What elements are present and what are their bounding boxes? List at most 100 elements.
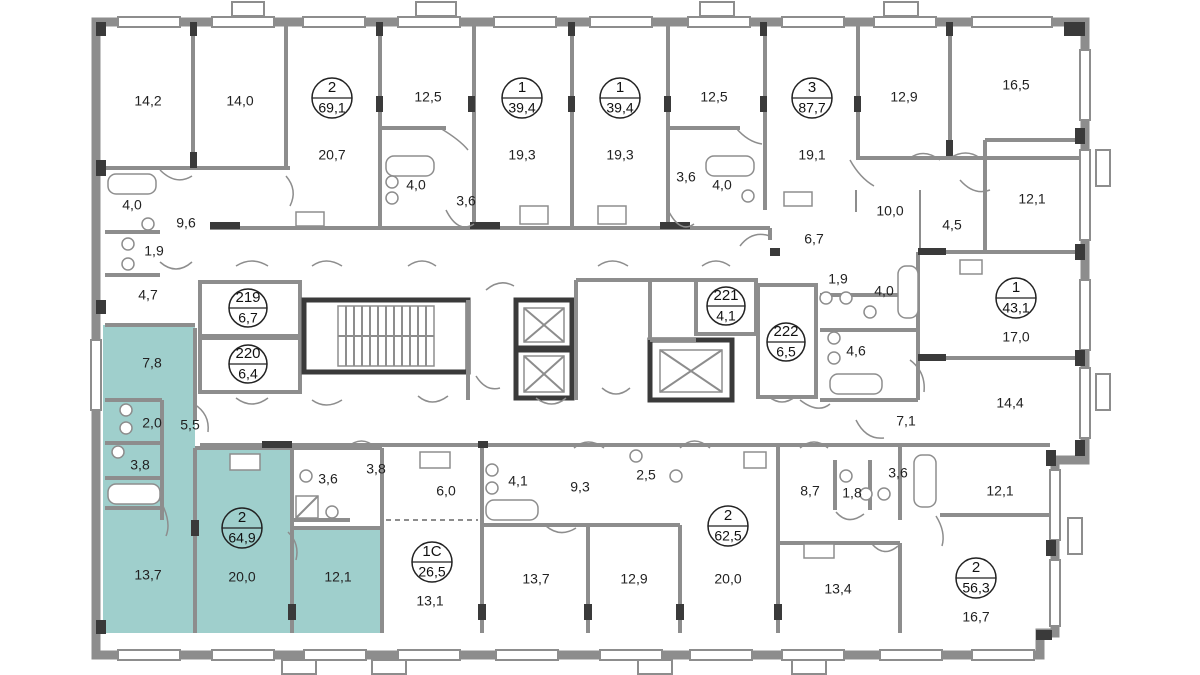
apartment-badge[interactable]: 1 39,4 [599,77,641,119]
room-area: 3,6 [888,465,908,481]
room-area: 4,0 [122,197,142,213]
highlight-block-right [292,528,382,633]
window [117,16,181,28]
storage-badge[interactable]: 220 6,4 [228,344,268,384]
apartment-badge[interactable]: 2 56,3 [955,557,997,599]
room-area: 14,0 [226,93,253,109]
room-area: 19,1 [798,147,825,163]
apartment-badge[interactable]: 3 87,7 [791,77,833,119]
window-frame [883,1,919,17]
room-area: 4,0 [874,283,894,299]
window [397,649,461,661]
room-area: 1,8 [842,485,862,501]
apartment-area: 56,3 [962,580,989,596]
bottom-windows [117,649,1035,675]
window-frame [699,1,735,17]
window [1079,149,1091,241]
room-area: 6,7 [804,231,824,247]
storage-number: 220 [235,345,260,362]
room-area: 19,3 [606,147,633,163]
window [302,16,366,28]
room-area: 19,3 [508,147,535,163]
room-area: 6,0 [436,483,456,499]
apartment-badge[interactable]: 2 69,1 [311,77,353,119]
window-frame [371,659,407,675]
storage-area: 4,1 [716,308,736,324]
apartment-rooms: 1С [422,543,441,560]
room-area: 1,9 [828,271,848,287]
window [495,649,559,661]
room-area: 12,5 [414,89,441,105]
window [90,339,102,411]
window [211,649,275,661]
side-windows [90,49,1111,627]
storage-badge[interactable]: 219 6,7 [228,288,268,328]
room-area: 4,0 [406,177,426,193]
room-area: 1,9 [144,243,164,259]
window [599,649,663,661]
room-area: 13,7 [134,567,161,583]
apartment-badge[interactable]: 1 39,4 [501,77,543,119]
window [687,16,751,28]
plumbing-fixtures [107,155,983,559]
room-area: 4,1 [508,473,528,489]
room-area: 17,0 [1002,329,1029,345]
window-frame [1067,517,1083,555]
room-area: 4,6 [846,343,866,359]
interior-walls [105,22,1085,633]
window-frame [791,659,827,675]
storage-badge[interactable]: 222 6,5 [766,322,806,362]
window [781,649,845,661]
elevators [523,307,723,393]
window-frame [637,659,673,675]
room-area: 12,5 [700,89,727,105]
room-area: 4,0 [712,177,732,193]
room-area: 3,6 [318,471,338,487]
window [117,649,181,661]
room-area: 3,6 [456,193,476,209]
room-area: 14,2 [134,93,161,109]
apartment-badge-highlighted[interactable]: 2 64,9 [221,507,263,549]
room-area: 14,4 [996,395,1023,411]
window-frame [281,659,317,675]
apartment-area: 69,1 [318,100,345,116]
apartment-badges: 2 69,1 1 39,4 1 39,4 3 87,7 1 43,1 [221,77,1037,599]
apartment-rooms: 2 [238,509,246,526]
apartment-area: 43,1 [1002,300,1029,316]
room-area: 4,7 [138,287,158,303]
top-windows [117,1,1053,28]
room-area: 12,1 [324,569,351,585]
window [1079,49,1091,121]
room-area: 12,9 [620,571,647,587]
apartment-rooms: 2 [724,507,732,524]
apartment-area: 87,7 [798,100,825,116]
storage-badge[interactable]: 221 4,1 [706,286,746,326]
apartment-badge[interactable]: 1 43,1 [995,277,1037,319]
room-labels: 14,2 14,0 20,7 12,5 19,3 19,3 12,5 19,1 … [122,77,1046,625]
room-area: 12,9 [890,89,917,105]
window [211,16,275,28]
window [1079,279,1091,351]
apartment-badge[interactable]: 1С 26,5 [411,541,453,583]
window [493,16,557,28]
apartment-area: 62,5 [714,528,741,544]
storage-area: 6,4 [238,366,258,382]
apartment-badge[interactable]: 2 62,5 [707,505,749,547]
apartment-rooms: 1 [616,79,624,96]
room-area: 20,0 [228,569,255,585]
room-area: 16,5 [1002,77,1029,93]
window [589,16,653,28]
room-area: 12,1 [986,483,1013,499]
window [781,16,845,28]
room-area: 20,7 [318,147,345,163]
window [1049,469,1061,541]
window [303,649,367,661]
apartment-area: 39,4 [508,100,535,116]
window-frame [1095,149,1111,187]
window [879,649,943,661]
room-area: 16,7 [962,609,989,625]
apartment-area: 26,5 [418,564,445,580]
window [689,649,753,661]
storage-number: 221 [713,287,738,304]
